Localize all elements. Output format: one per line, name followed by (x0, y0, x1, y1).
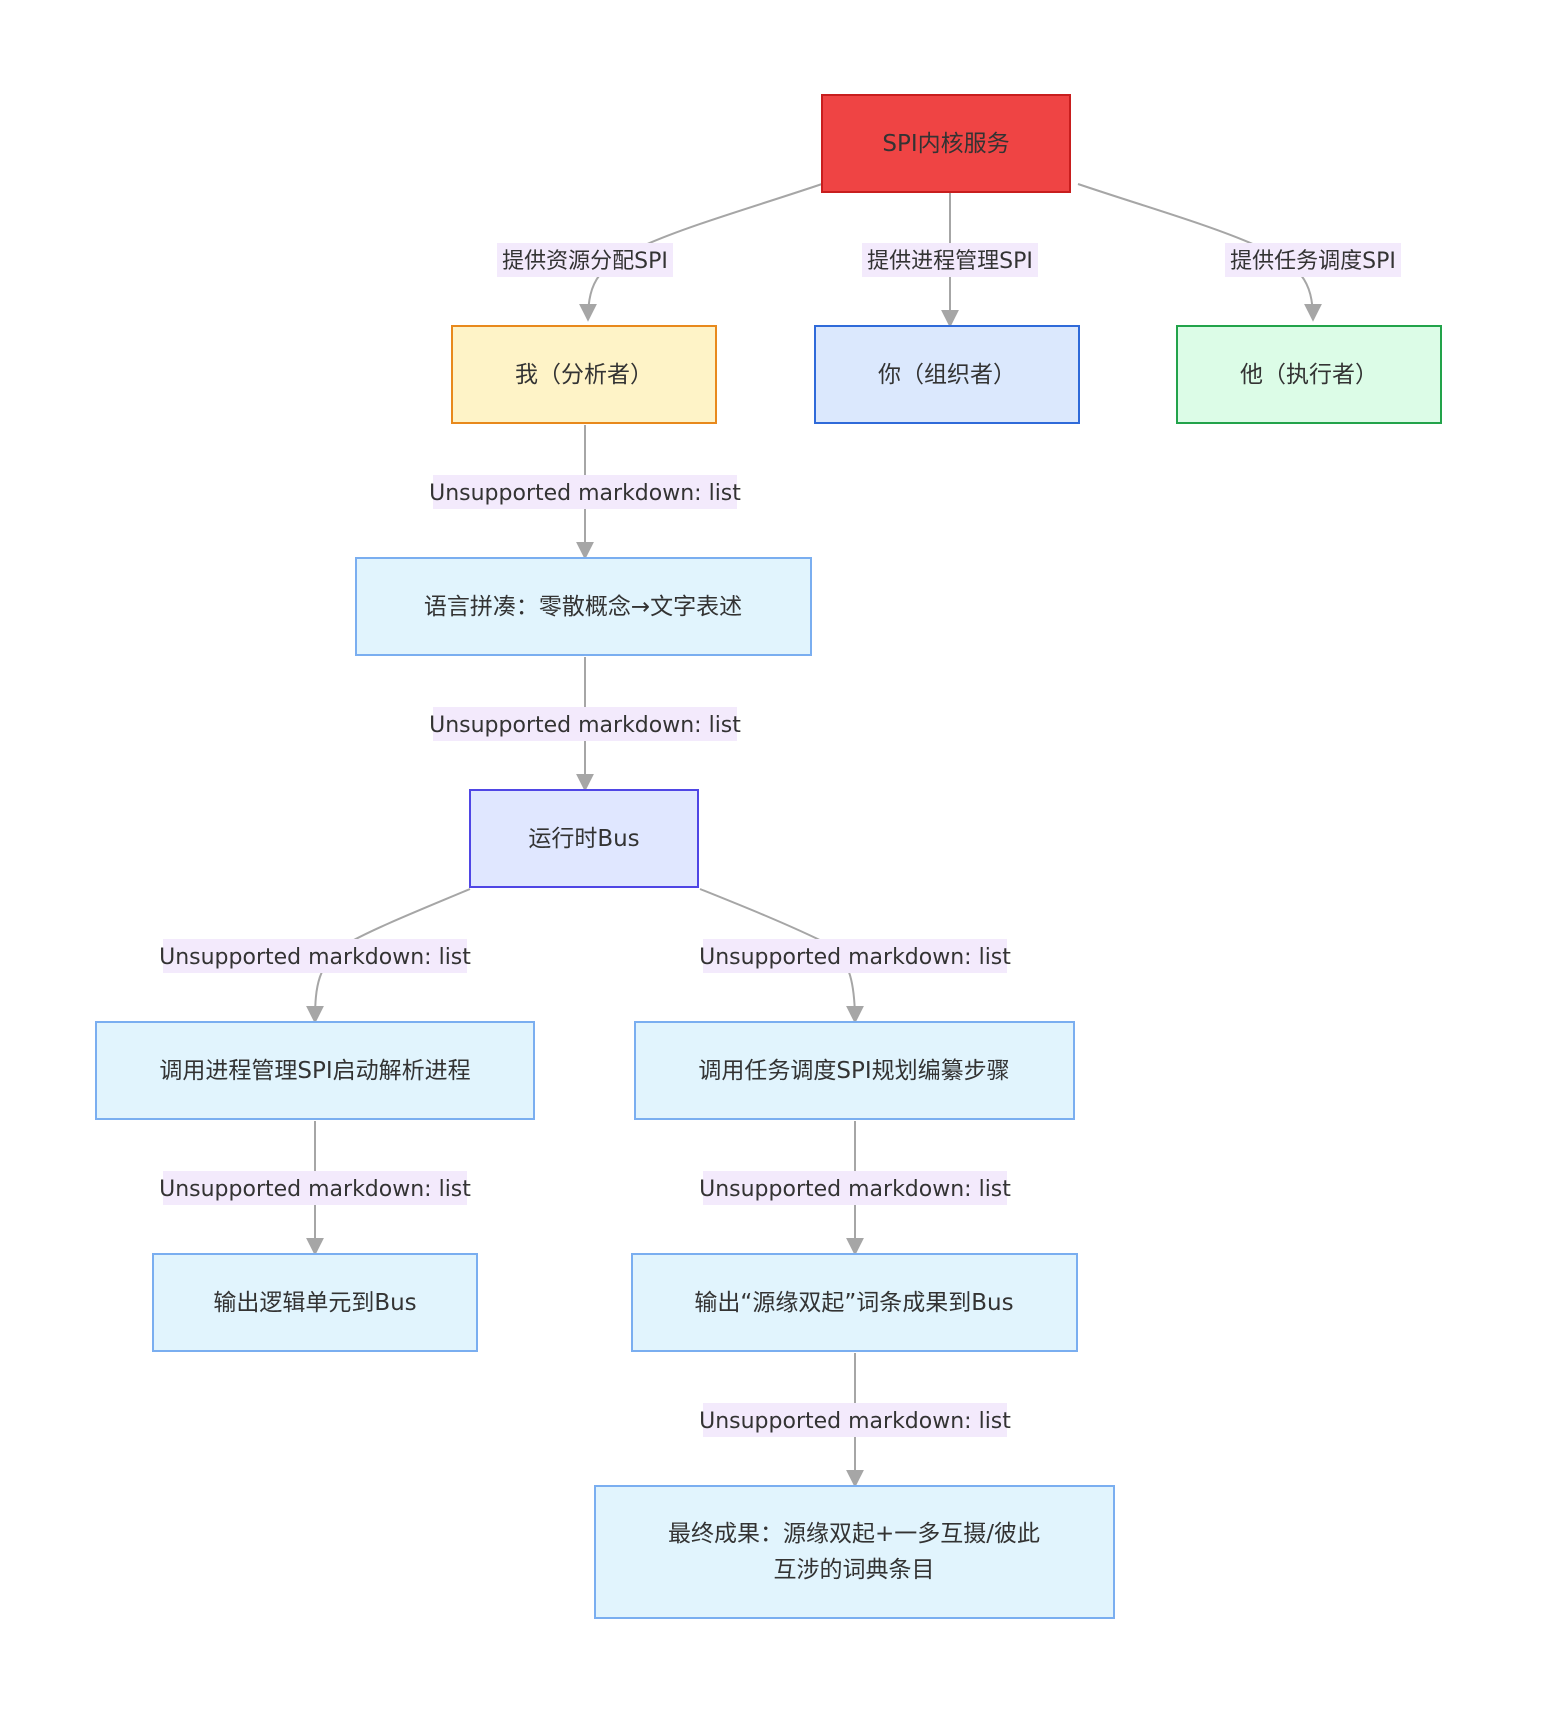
edge-label-schedule-terms: Unsupported markdown: list (699, 1171, 1011, 1205)
edge-label-language-bus: Unsupported markdown: list (429, 707, 741, 741)
edge-label-text: Unsupported markdown: list (429, 713, 741, 738)
node-box (821, 94, 1071, 193)
edge-label-text: Unsupported markdown: list (699, 1409, 1011, 1434)
edge-label-terms-final: Unsupported markdown: list (699, 1403, 1011, 1437)
node-box (469, 789, 699, 888)
edge-label-text: 提供进程管理SPI (867, 249, 1033, 274)
edge-label-analyzer-language: Unsupported markdown: list (429, 475, 741, 509)
node-spi-kernel[interactable]: SPI内核服务 (821, 94, 1071, 193)
node-invoke-schedule-spi[interactable]: 调用任务调度SPI规划编纂步骤 (634, 1021, 1075, 1120)
edge-label-bus-process: Unsupported markdown: list (159, 939, 471, 973)
node-box (1176, 325, 1442, 424)
edge-label-text: 提供资源分配SPI (502, 249, 668, 274)
node-box (634, 1021, 1075, 1120)
node-label: 调用任务调度SPI规划编纂步骤 (698, 1058, 1009, 1084)
edge-label-schedule-spi: 提供任务调度SPI (1225, 243, 1401, 277)
node-box (631, 1253, 1078, 1352)
node-box (451, 325, 717, 424)
node-runtime-bus[interactable]: 运行时Bus (469, 789, 699, 888)
node-label: 语言拼凑：零散概念→文字表述 (424, 594, 742, 620)
node-label: SPI内核服务 (882, 131, 1009, 157)
edge-kernel-to-executor (1077, 183, 1322, 322)
node-output-logic-units[interactable]: 输出逻辑单元到Bus (152, 1253, 478, 1352)
node-label: 输出逻辑单元到Bus (213, 1290, 416, 1316)
node-analyzer[interactable]: 我（分析者） (451, 325, 717, 424)
node-label: 输出“源缘双起”词条成果到Bus (694, 1290, 1013, 1316)
node-final-result[interactable]: 最终成果：源缘双起+一多互摄/彼此 互涉的词典条目 (594, 1485, 1115, 1619)
node-box (355, 557, 812, 656)
edge-label-process-spi: 提供进程管理SPI (862, 243, 1038, 277)
node-label-line-1: 最终成果：源缘双起+一多互摄/彼此 (668, 1521, 1040, 1547)
node-label-line-2: 互涉的词典条目 (774, 1557, 935, 1583)
node-language-assembly[interactable]: 语言拼凑：零散概念→文字表述 (355, 557, 812, 656)
node-box (594, 1485, 1115, 1619)
node-label: 你（组织者） (878, 362, 1016, 388)
node-box (152, 1253, 478, 1352)
node-output-terms[interactable]: 输出“源缘双起”词条成果到Bus (631, 1253, 1078, 1352)
node-label: 调用进程管理SPI启动解析进程 (159, 1058, 470, 1084)
edge-label-bus-schedule: Unsupported markdown: list (699, 939, 1011, 973)
edge-label-text: Unsupported markdown: list (699, 1177, 1011, 1202)
edge-label-text: 提供任务调度SPI (1230, 249, 1396, 274)
node-executor[interactable]: 他（执行者） (1176, 325, 1442, 424)
edge-labels-layer: 提供资源分配SPI 提供进程管理SPI 提供任务调度SPI Unsupporte… (159, 243, 1401, 1437)
node-box (814, 325, 1080, 424)
node-invoke-process-spi[interactable]: 调用进程管理SPI启动解析进程 (95, 1021, 535, 1120)
node-organizer[interactable]: 你（组织者） (814, 325, 1080, 424)
node-label: 他（执行者） (1240, 362, 1378, 388)
edge-label-resource-spi: 提供资源分配SPI (497, 243, 673, 277)
nodes-layer: SPI内核服务 我（分析者） 你（组织者） 他（执行者） 语言拼凑：零散概念→文… (95, 94, 1442, 1619)
edge-label-process-logic: Unsupported markdown: list (159, 1171, 471, 1205)
edge-label-text: Unsupported markdown: list (429, 481, 741, 506)
edge-kernel-to-analyzer (579, 183, 823, 322)
edge-label-text: Unsupported markdown: list (159, 945, 471, 970)
edge-label-text: Unsupported markdown: list (699, 945, 1011, 970)
node-label: 我（分析者） (515, 362, 653, 388)
node-label: 运行时Bus (528, 826, 639, 852)
node-box (95, 1021, 535, 1120)
edge-label-text: Unsupported markdown: list (159, 1177, 471, 1202)
